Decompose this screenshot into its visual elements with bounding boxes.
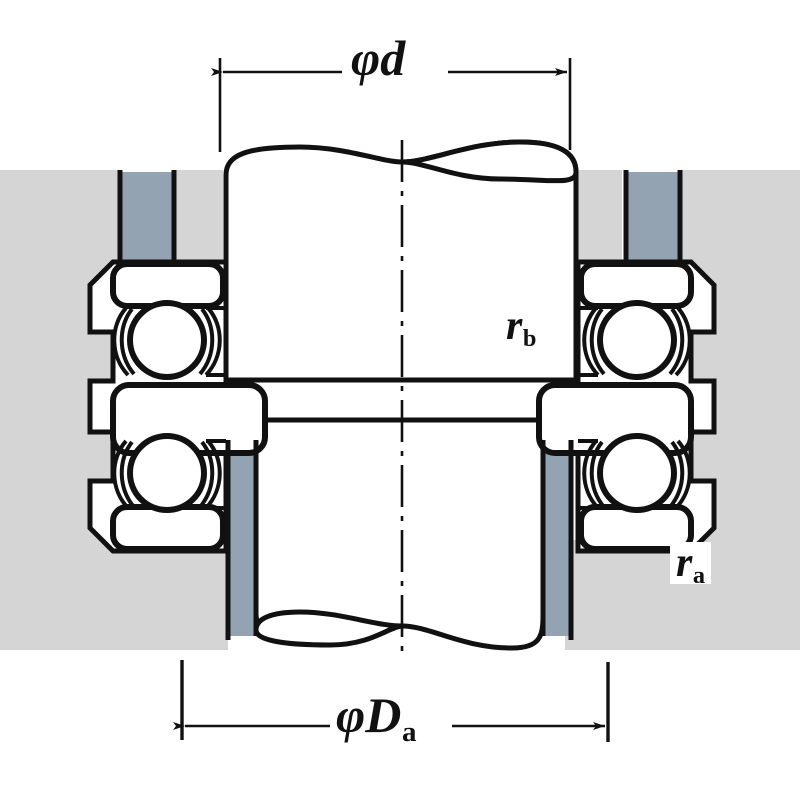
phi-symbol-d: φ [351, 30, 381, 86]
raceway-ledge-left [206, 306, 226, 510]
spacer-sleeves [120, 172, 680, 636]
subscript-b: b [522, 325, 537, 353]
phi-symbol-Da: φ [336, 687, 366, 743]
subscript-a-fillet: a [692, 562, 706, 590]
bearing-left-assembly [87, 259, 268, 554]
cage-lower-right [582, 439, 692, 510]
shaft-upper-break-curve [399, 139, 579, 184]
ball-upper-right [597, 300, 677, 380]
variable-D: D [365, 687, 402, 743]
raceway-ledge-right [578, 306, 598, 510]
variable-r-b: r [506, 303, 523, 349]
housing-washer-top-left [110, 261, 226, 309]
dimension-phi-Da [173, 660, 610, 742]
dimension-label-phi-d: φd [345, 30, 412, 86]
housing-right-upper-outer [578, 170, 622, 270]
spacer-sleeve-lower-left [228, 440, 256, 636]
dimension-phi-d [211, 58, 572, 152]
variable-r-a: r [676, 540, 693, 586]
housing-washer-bottom-left [110, 504, 226, 552]
shaft-edge-lines [113, 170, 691, 640]
cage-lower-left [112, 439, 222, 510]
spacer-sleeve-upper-right [626, 172, 680, 264]
housing-left-upper-outer [175, 170, 223, 270]
cage-upper-right [582, 306, 692, 377]
cage-upper-left [112, 306, 222, 377]
fillet-callout-ra: ra [670, 540, 711, 588]
ball-lower-right [597, 433, 677, 513]
spacer-sleeve-upper-left [120, 172, 174, 264]
housing-top-edge-right [623, 170, 683, 264]
ball-lower-left [127, 433, 207, 513]
spacer-sleeve-lower-right [543, 440, 571, 636]
housing-left-block-lower [0, 540, 228, 650]
variable-d: d [380, 30, 406, 86]
dimension-label-phi-Da: φDa [330, 687, 422, 746]
subscript-a: a [401, 715, 417, 748]
housing-top-edge-left [117, 170, 177, 264]
ball-upper-left [127, 300, 207, 380]
fillet-callout-rb: rb [500, 303, 542, 351]
housing-washer-top-right [578, 261, 694, 309]
